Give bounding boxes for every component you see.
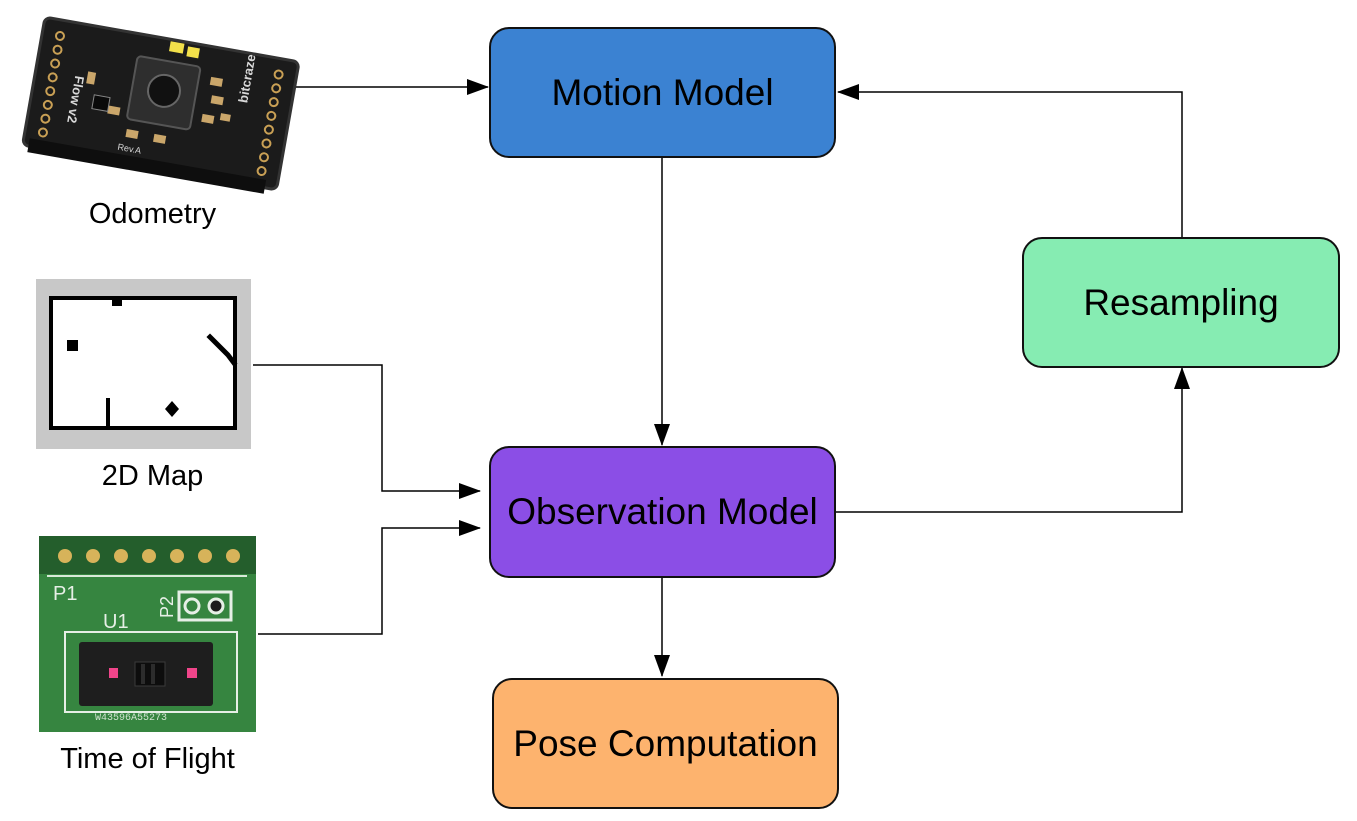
odometry-caption: Odometry [88,198,217,230]
resampling-node: Resampling [1022,237,1340,368]
map-image [36,279,251,449]
motion-model-node: Motion Model [489,27,836,158]
edge-observation-to-resampling [836,367,1190,513]
observation-model-label: Observation Model [507,491,818,532]
tof-label-u1: U1 [103,611,129,633]
edge-map-to-observation-model [253,364,481,499]
edge-resampling-to-motion [837,84,1183,238]
motion-model-label: Motion Model [551,71,774,113]
tof-label-p2: P2 [157,596,177,618]
tof-sensor-image: P1 P2 U1 W43596A55273 [39,536,256,732]
pose-computation-label: Pose Computation [513,722,818,764]
tof-label-p1: P1 [53,583,77,605]
odometry-board-image: Flow v2 bitcraze Rev.A [21,16,300,194]
pose-computation-node: Pose Computation [492,678,839,809]
resampling-label: Resampling [1083,281,1279,323]
tof-caption: Time of Flight [60,743,235,775]
observation-model-node: Observation Model [489,446,836,578]
tof-chip-text: W43596A55273 [95,713,167,724]
map-caption: 2D Map [101,460,204,492]
edge-tof-to-observation-model [258,520,481,635]
odometry-rev-text: Rev.A [117,142,142,156]
